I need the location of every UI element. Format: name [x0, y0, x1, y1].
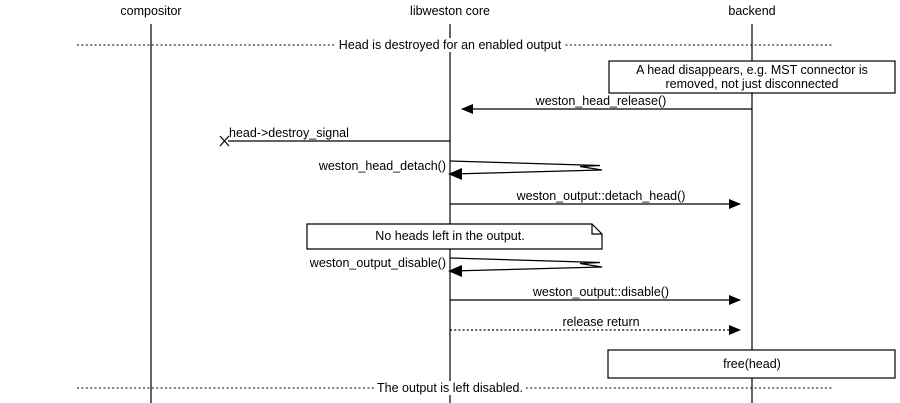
- actor-label-backend[interactable]: backend: [728, 4, 776, 18]
- separator-label-top: Head is destroyed for an enabled output: [335, 38, 565, 52]
- message-label-weston-output-detach-head: weston_output::detach_head(): [516, 189, 686, 203]
- note-no-heads-left-box: [306, 223, 603, 250]
- note-free-head-line1: free(head): [723, 357, 781, 371]
- actor-label-libweston-core[interactable]: libweston core: [410, 4, 490, 18]
- message-label-weston-head-release: weston_head_release(): [535, 94, 667, 108]
- note-head-disappears-box: [608, 60, 896, 94]
- actor-label-compositor[interactable]: compositor: [120, 4, 182, 18]
- note-head-disappears-line2: removed, not just disconnected: [665, 77, 839, 91]
- message-label-release-return: release return: [562, 315, 640, 329]
- note-free-head-box: [607, 349, 896, 379]
- message-label-weston-output-disable-call: weston_output::disable(): [532, 285, 670, 299]
- lost-message-x-icon: [219, 135, 230, 147]
- message-label-weston-output-disable: weston_output_disable(): [309, 256, 446, 270]
- message-label-head-destroy-signal: head->destroy_signal: [229, 126, 349, 140]
- msg-weston-head-detach-self-arrow: [448, 160, 603, 180]
- message-label-weston-head-detach: weston_head_detach(): [318, 159, 446, 173]
- separator-label-bottom: The output is left disabled.: [374, 381, 526, 395]
- note-no-heads-left-line1: No heads left in the output.: [375, 229, 525, 243]
- note-no-heads-left-fold: [591, 224, 602, 235]
- msg-weston-output-disable-self-arrow: [448, 257, 603, 277]
- note-head-disappears-line1: A head disappears, e.g. MST connector is: [636, 63, 868, 77]
